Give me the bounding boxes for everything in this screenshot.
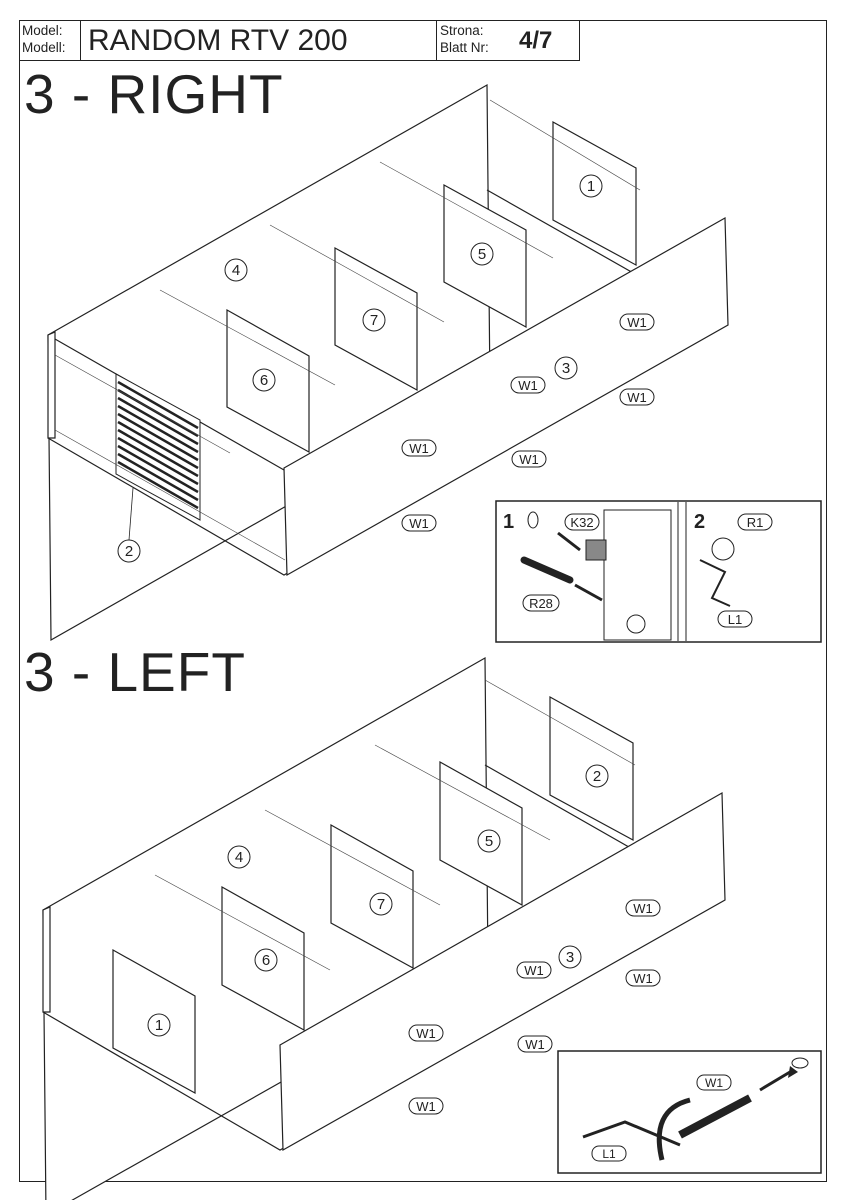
label-w1-detail: W1 xyxy=(705,1076,723,1090)
callout-3-right: 3 xyxy=(562,360,570,377)
svg-text:W1: W1 xyxy=(518,378,538,393)
svg-text:1: 1 xyxy=(155,1017,163,1034)
svg-text:W1: W1 xyxy=(524,963,544,978)
label-k32: K32 xyxy=(570,515,593,530)
svg-text:W1: W1 xyxy=(416,1099,436,1114)
callout-5-right: 5 xyxy=(478,246,486,263)
callout-4-right: 4 xyxy=(232,262,240,279)
svg-text:W1: W1 xyxy=(633,971,653,986)
svg-text:4: 4 xyxy=(235,849,243,866)
svg-text:W1: W1 xyxy=(416,1026,436,1041)
model-label-de: Modell: xyxy=(22,40,66,55)
svg-text:2: 2 xyxy=(593,768,601,785)
section-title-left: 3 - LEFT xyxy=(24,641,246,703)
svg-text:6: 6 xyxy=(262,952,270,969)
svg-text:W1: W1 xyxy=(627,390,647,405)
svg-text:W1: W1 xyxy=(633,901,653,916)
page-number: 4/7 xyxy=(519,27,553,54)
label-r1: R1 xyxy=(747,515,764,530)
svg-text:W1: W1 xyxy=(627,315,647,330)
page-box xyxy=(436,20,580,61)
step-2-label: 2 xyxy=(694,511,705,533)
svg-text:W1: W1 xyxy=(525,1037,545,1052)
step-1-label: 1 xyxy=(503,511,514,533)
svg-text:3: 3 xyxy=(566,949,574,966)
svg-text:5: 5 xyxy=(485,833,493,850)
callout-6-right: 6 xyxy=(260,372,268,389)
svg-text:W1: W1 xyxy=(409,441,429,456)
callout-1-right: 1 xyxy=(587,178,595,195)
model-name: RANDOM RTV 200 xyxy=(88,24,348,57)
callout-2-right: 2 xyxy=(125,543,133,560)
section-title-right: 3 - RIGHT xyxy=(24,63,284,125)
svg-text:W1: W1 xyxy=(409,516,429,531)
svg-text:7: 7 xyxy=(377,896,385,913)
label-l1-detail: L1 xyxy=(602,1147,616,1161)
page-label: Strona: xyxy=(440,23,484,38)
page-label-de: Blatt Nr: xyxy=(440,40,489,55)
label-l1-cam: L1 xyxy=(728,612,742,627)
model-label: Model: xyxy=(22,23,63,38)
model-label-box xyxy=(19,20,81,61)
svg-text:W1: W1 xyxy=(519,452,539,467)
callout-7-right: 7 xyxy=(370,312,378,329)
model-box xyxy=(19,20,437,61)
label-r28: R28 xyxy=(529,596,553,611)
